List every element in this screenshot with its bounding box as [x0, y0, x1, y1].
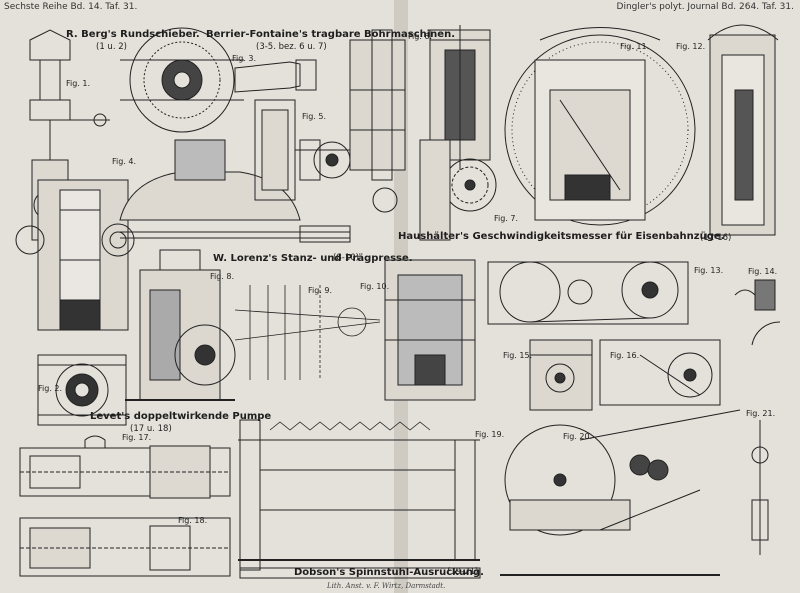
- fig9-label: Fig. 9.: [308, 286, 333, 295]
- fig11-dial: [504, 27, 696, 226]
- fig3-label: Fig. 3.: [232, 54, 257, 63]
- fig1-section: [15, 179, 135, 331]
- caption-lorenz: W. Lorenz's Stanz- und Prägpresse.: [213, 253, 413, 264]
- fig9-diagram: [234, 285, 381, 380]
- caption-levet: Levet's doppeltwirkende Pumpe: [90, 411, 272, 422]
- fig20-label: Fig. 20.: [563, 432, 593, 441]
- fig7-label: Fig. 7.: [494, 214, 519, 223]
- fig17-pump: [19, 435, 231, 499]
- fig3-gear: [120, 27, 317, 133]
- header-left: Sechste Reihe Bd. 14. Taf. 31.: [4, 2, 138, 12]
- fig6-spindle: [349, 25, 491, 213]
- fig20-mechanism: [500, 409, 741, 576]
- fig16-mechanism: [599, 339, 721, 406]
- fig2-drawing: [37, 354, 127, 426]
- fig15-label: Fig. 15.: [503, 351, 533, 360]
- caption-berg-sub: (1 u. 2): [96, 42, 127, 52]
- fig13-drum: [487, 261, 689, 325]
- fig19-mule: [238, 419, 481, 579]
- fig17-label: Fig. 17.: [122, 433, 152, 442]
- fig18-pump: [19, 517, 231, 577]
- fig7-wheel: [419, 139, 497, 241]
- fig14-label: Fig. 14.: [748, 267, 778, 276]
- fig10-label: Fig. 10.: [360, 282, 390, 291]
- caption-haushalter-sub: (11-16): [700, 233, 732, 243]
- fig8-press: [125, 249, 236, 401]
- fig1-label: Fig. 1.: [66, 79, 91, 88]
- caption-dobson: Dobson's Spinnstuhl-Ausrückung.: [294, 567, 484, 578]
- caption-berrier: Berrier-Fontaine's tragbare Bohrmaschine…: [206, 29, 456, 40]
- caption-berrier-sub: (3-5. bez. 6 u. 7): [256, 42, 327, 52]
- fig6-label: Fig. 6.: [408, 32, 433, 41]
- caption-lorenz-sub: (8-10): [333, 253, 359, 263]
- header-right: Dingler's polyt. Journal Bd. 264. Taf. 3…: [616, 2, 794, 12]
- imprint: Lith. Anst. v. F. Wirtz, Darmstadt.: [327, 582, 446, 590]
- fig12-label: Fig. 12.: [676, 42, 706, 51]
- caption-berg: R. Berg's Rundschieber.: [66, 29, 200, 40]
- caption-haushalter: Haushälter's Geschwindigkeitsmesser für …: [398, 231, 725, 242]
- fig4-base: [119, 139, 351, 243]
- fig16-label: Fig. 16.: [610, 351, 640, 360]
- fig21-detail: [751, 420, 769, 555]
- fig13-label: Fig. 13.: [694, 266, 724, 275]
- fig11-label: Fig. 11.: [620, 42, 650, 51]
- caption-dobson-sub: (19-21): [447, 567, 479, 577]
- fig15-mechanism: [529, 339, 593, 411]
- fig12-case: [707, 24, 779, 236]
- fig21-label: Fig. 21.: [746, 409, 776, 418]
- fig5-frame: [254, 99, 351, 201]
- fig4-label: Fig. 4.: [112, 157, 137, 166]
- fig2-label: Fig. 2.: [38, 384, 63, 393]
- fig10-machine: [384, 259, 476, 401]
- caption-levet-sub: (17 u. 18): [130, 424, 172, 434]
- fig18-label: Fig. 18.: [178, 516, 208, 525]
- fig8-label: Fig. 8.: [210, 272, 235, 281]
- fig5-label: Fig. 5.: [302, 112, 327, 121]
- fig19-label: Fig. 19.: [475, 430, 505, 439]
- fig14-detail: [734, 279, 781, 346]
